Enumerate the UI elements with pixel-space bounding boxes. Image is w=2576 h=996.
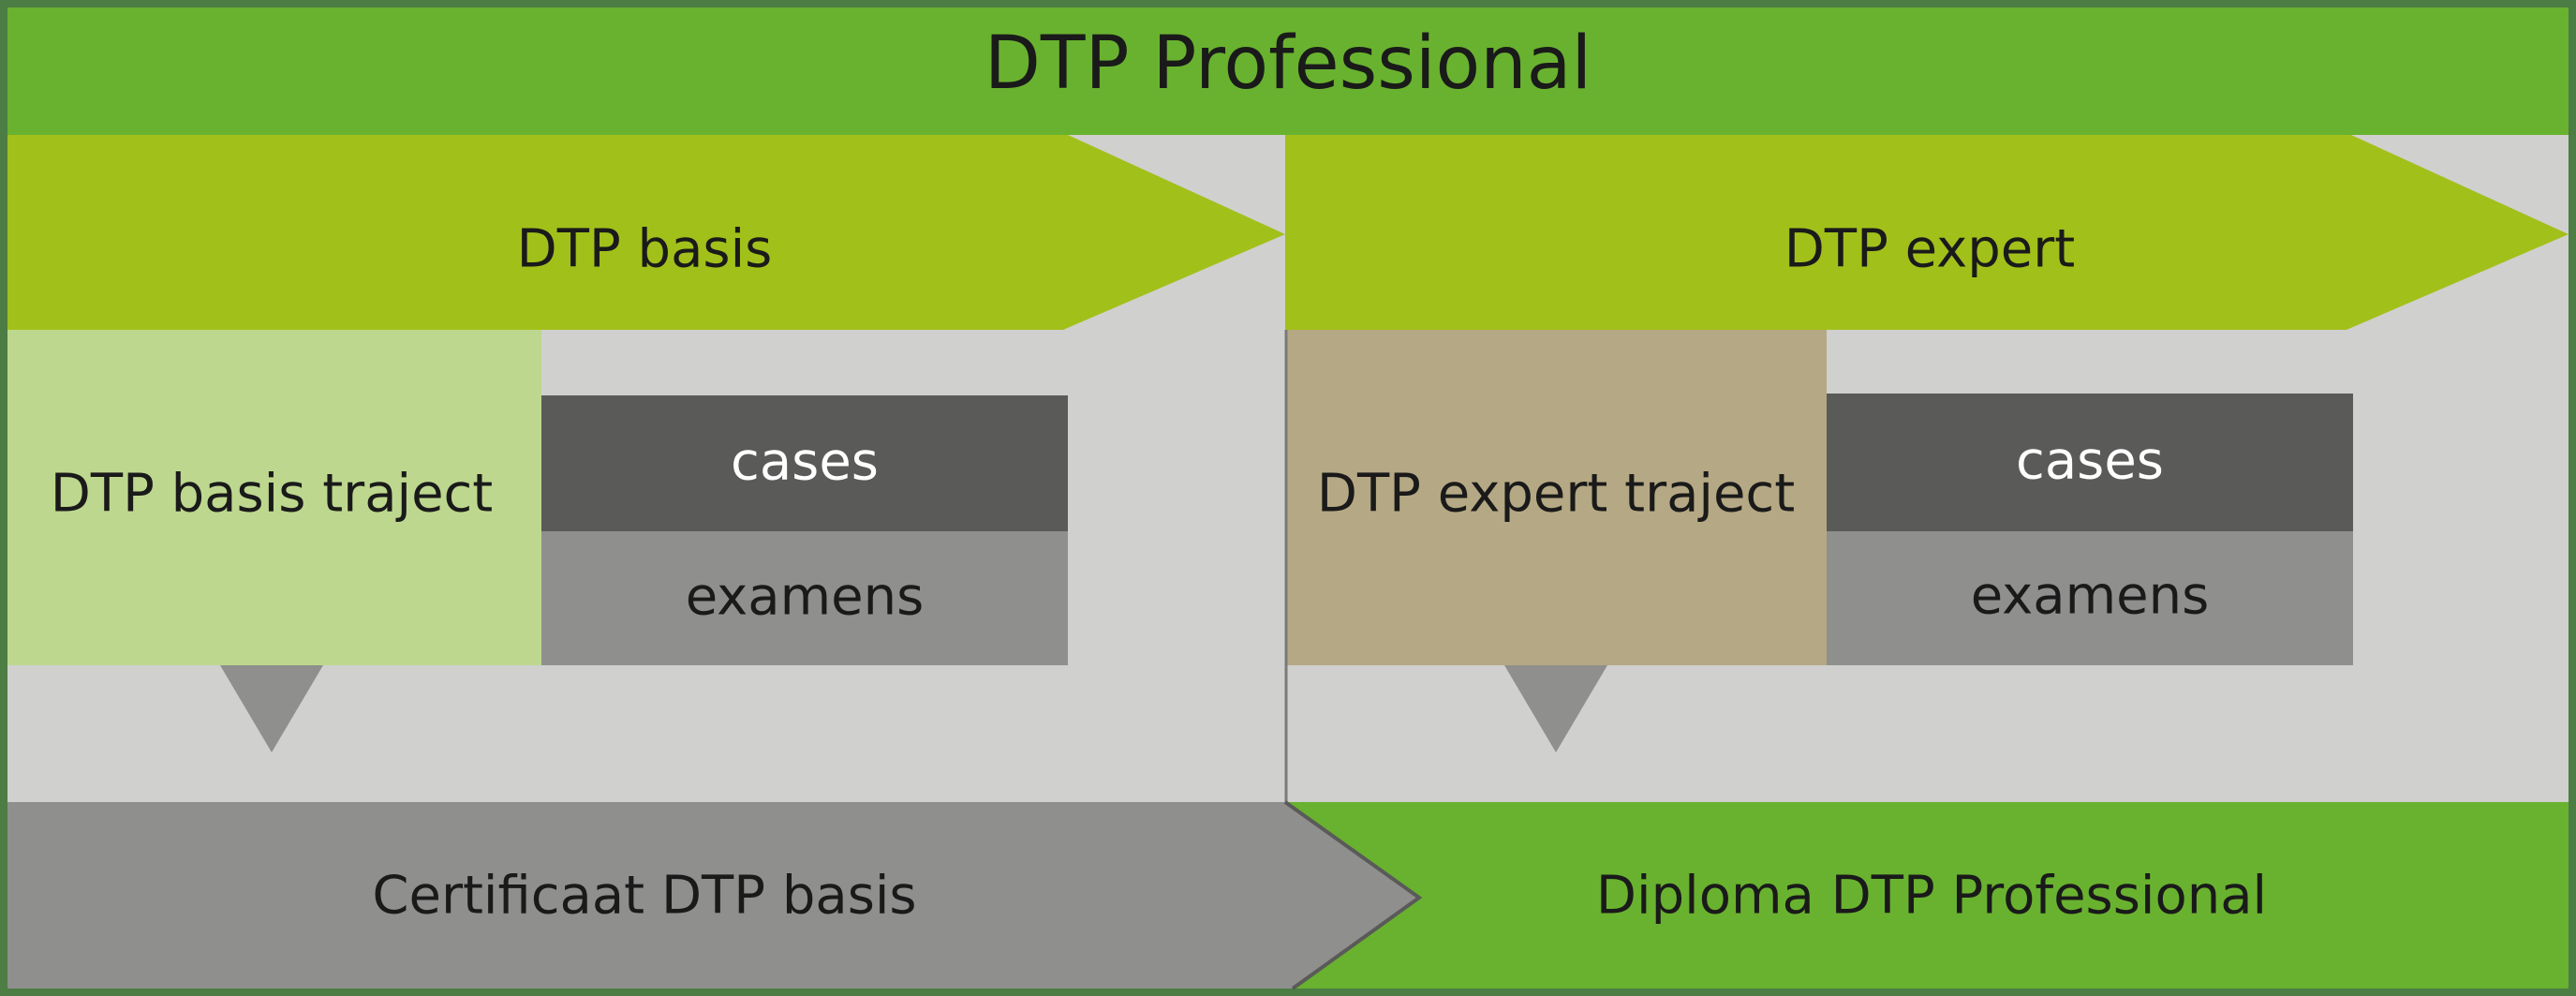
dtp-expert-traject-box	[1285, 330, 1827, 665]
diploma-label: Diploma DTP Professional	[1596, 866, 2267, 927]
expert-cases-box	[1827, 394, 2353, 531]
basis-cases-label: cases	[731, 432, 879, 493]
basis-examens-box	[541, 531, 1068, 665]
expert-examens-label: examens	[1971, 566, 2210, 627]
dtp-basis-traject-label: DTP basis traject	[51, 464, 494, 525]
dtp-basis-arrow	[7, 135, 1285, 330]
certificaat-label: Certificaat DTP basis	[372, 866, 916, 927]
certificaat-arrow	[7, 802, 1419, 989]
expert-down-triangle	[1504, 665, 1607, 752]
expert-cases-label: cases	[2016, 431, 2164, 492]
diploma-band	[1285, 802, 2569, 989]
basis-down-triangle	[220, 665, 323, 752]
certificaat-arrow-outline	[1283, 800, 1423, 990]
dtp-basis-traject-box	[7, 330, 541, 665]
dtp-basis-label: DTP basis	[517, 219, 773, 280]
dtp-expert-arrow	[1285, 135, 2569, 330]
title-band	[7, 7, 2569, 135]
diagram-title: DTP Professional	[985, 22, 1591, 106]
dtp-expert-label: DTP expert	[1784, 219, 2076, 280]
expert-examens-box	[1827, 531, 2353, 665]
basis-cases-box	[541, 395, 1068, 531]
basis-examens-label: examens	[686, 567, 925, 628]
dtp-expert-traject-label: DTP expert traject	[1317, 464, 1795, 525]
